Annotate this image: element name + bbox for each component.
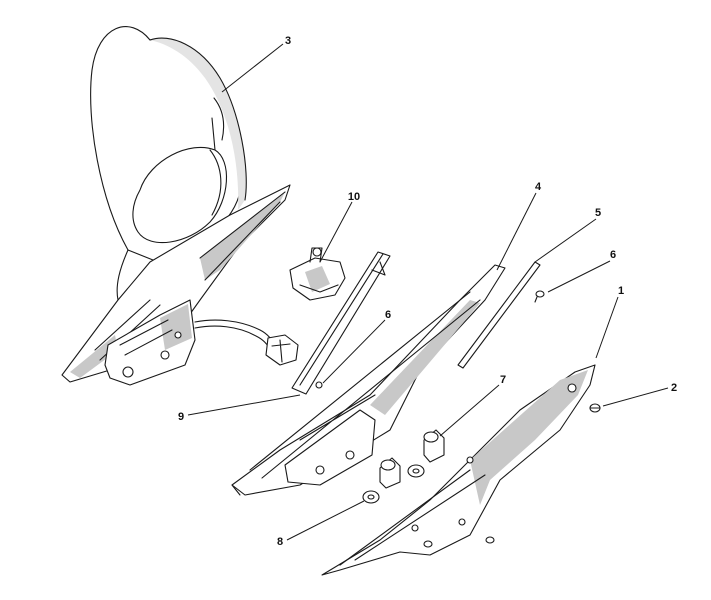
callout-5: 5 <box>595 207 601 219</box>
leader-lines <box>187 43 669 541</box>
washer-8-lower <box>362 490 380 504</box>
callout-6-upper: 6 <box>610 249 616 261</box>
callout-6-lower: 6 <box>385 309 391 321</box>
mirror-motor <box>289 247 346 301</box>
screw-bottom-left <box>423 540 433 548</box>
cover-panel <box>321 364 596 576</box>
screw-bottom-right <box>485 536 495 544</box>
gasket-strip <box>457 261 541 369</box>
callout-labels: 3 10 4 5 6 1 2 6 9 7 8 <box>178 35 677 548</box>
washer-8-upper <box>407 464 425 478</box>
callout-1: 1 <box>618 285 624 297</box>
bolt-7-upper <box>423 429 445 463</box>
callout-8: 8 <box>277 536 283 548</box>
rail-strip <box>291 251 391 395</box>
callout-10: 10 <box>348 191 360 203</box>
callout-3: 3 <box>285 35 291 47</box>
base-panel <box>231 264 506 496</box>
screw-2 <box>589 403 601 413</box>
callout-2: 2 <box>671 382 677 394</box>
mirror-assembly <box>61 26 299 386</box>
callout-9: 9 <box>178 411 184 423</box>
bolt-7-lower <box>379 457 401 489</box>
callout-4: 4 <box>535 181 542 193</box>
screw-6-upper <box>534 290 545 303</box>
callout-7: 7 <box>500 374 506 386</box>
